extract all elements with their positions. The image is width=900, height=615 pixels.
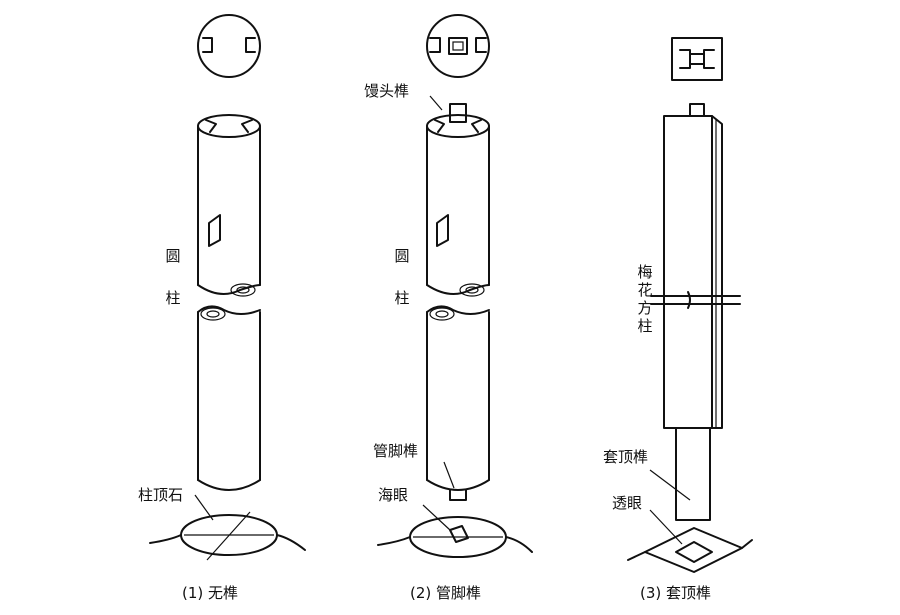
detail-square-3 bbox=[671, 37, 723, 81]
label-column-char-3b: 花 bbox=[637, 281, 653, 299]
detail-notch-left-1 bbox=[202, 37, 213, 53]
label-column-char-2a: 圆 bbox=[394, 247, 410, 265]
caption-figure-1: (1) 无榫 bbox=[182, 584, 239, 602]
top-tenon-3 bbox=[689, 103, 705, 117]
foot-tenon-2 bbox=[449, 489, 467, 501]
column-upper-break-1 bbox=[197, 284, 261, 295]
through-tenon-3 bbox=[675, 427, 711, 521]
caption-figure-2: (2) 管脚榫 bbox=[410, 584, 482, 602]
column-bottom-1 bbox=[197, 479, 261, 491]
top-tenon-2 bbox=[449, 103, 467, 123]
base-plate-3 bbox=[644, 527, 743, 573]
label-column-char-1a: 圆 bbox=[165, 247, 181, 265]
caption-figure-3: (3) 套顶榫 bbox=[640, 584, 712, 602]
label-foot-tenon-2: 管脚榫 bbox=[373, 442, 419, 460]
label-column-char-3d: 柱 bbox=[637, 317, 653, 335]
label-through-eye-3: 透眼 bbox=[612, 494, 643, 512]
label-sea-eye-2: 海眼 bbox=[378, 486, 409, 504]
mortise-window-1 bbox=[208, 214, 221, 247]
label-base-stone-1: 柱顶石 bbox=[138, 486, 184, 504]
label-through-tenon-3: 套顶榫 bbox=[603, 448, 649, 466]
square-column-3 bbox=[663, 115, 723, 429]
figure-2-drawing bbox=[377, 14, 533, 558]
column-top-1 bbox=[197, 114, 261, 138]
detail-notch-right-1 bbox=[245, 37, 256, 53]
sea-eye-2 bbox=[449, 525, 469, 543]
figure-1-drawing bbox=[149, 14, 306, 561]
detail-circle-2 bbox=[426, 14, 490, 78]
detail-circle-1 bbox=[197, 14, 261, 78]
label-column-char-2b: 柱 bbox=[394, 289, 410, 307]
leader-base-stone-1 bbox=[194, 494, 214, 521]
label-column-char-1b: 柱 bbox=[165, 289, 181, 307]
label-column-char-3a: 梅 bbox=[637, 263, 653, 281]
column-lower-break-1 bbox=[197, 305, 261, 315]
label-column-char-3c: 方 bbox=[637, 299, 653, 317]
label-top-tenon-2: 馒头榫 bbox=[364, 82, 410, 100]
figure-3-drawing bbox=[627, 37, 753, 573]
through-eye-3 bbox=[675, 541, 713, 563]
